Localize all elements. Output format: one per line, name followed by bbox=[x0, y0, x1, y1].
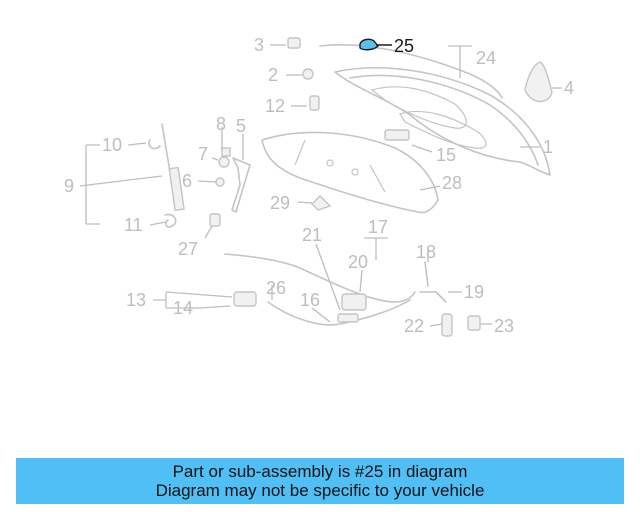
spring-19 bbox=[435, 291, 447, 303]
stop-2 bbox=[302, 68, 314, 80]
clip-29 bbox=[311, 195, 332, 211]
info-banner: Part or sub-assembly is #25 in diagram D… bbox=[16, 458, 624, 504]
hood-insulator bbox=[261, 131, 439, 214]
hood-hinge bbox=[231, 157, 251, 213]
grommet-27 bbox=[209, 213, 221, 227]
latch-13 bbox=[233, 291, 257, 307]
callout-2: 2 bbox=[268, 65, 278, 85]
callout-7: 7 bbox=[198, 144, 208, 164]
callout-17: 17 bbox=[368, 217, 388, 237]
pin-22 bbox=[441, 313, 453, 337]
callout-16: 16 bbox=[300, 290, 320, 310]
callout-29: 29 bbox=[270, 193, 290, 213]
callout-15: 15 bbox=[436, 145, 456, 165]
parts-diagram: 1 2 3 4 5 6 7 8 9 10 11 12 13 14 15 16 1… bbox=[64, 35, 574, 337]
bumper-3 bbox=[287, 37, 301, 49]
callout-23: 23 bbox=[494, 316, 514, 336]
hood-panel bbox=[334, 67, 551, 176]
nut-6 bbox=[215, 177, 225, 187]
callout-21: 21 bbox=[302, 225, 322, 245]
callout-1: 1 bbox=[543, 137, 553, 157]
callout-11: 11 bbox=[124, 215, 143, 235]
cover-4 bbox=[524, 61, 553, 103]
bracket-23 bbox=[467, 315, 481, 331]
callout-22: 22 bbox=[404, 316, 424, 336]
callout-4: 4 bbox=[564, 78, 574, 98]
callout-26: 26 bbox=[266, 278, 286, 298]
latch-cable bbox=[224, 253, 416, 303]
callout-19: 19 bbox=[464, 282, 484, 302]
banner-line-1: Part or sub-assembly is #25 in diagram bbox=[172, 462, 468, 481]
callout-14: 14 bbox=[173, 298, 193, 318]
callout-13: 13 bbox=[126, 290, 146, 310]
hood-strut bbox=[148, 123, 185, 228]
callout-25: 25 bbox=[394, 36, 414, 56]
callout-6: 6 bbox=[182, 171, 192, 191]
callout-9: 9 bbox=[64, 176, 74, 196]
callout-3: 3 bbox=[254, 35, 264, 55]
clip-7 bbox=[218, 156, 230, 168]
bumper-8 bbox=[221, 147, 231, 157]
callout-5: 5 bbox=[236, 116, 246, 136]
callout-28: 28 bbox=[442, 173, 462, 193]
part-25-highlighted bbox=[359, 38, 379, 51]
release-cable bbox=[267, 299, 411, 326]
callout-18: 18 bbox=[416, 242, 436, 262]
latch-20 bbox=[341, 293, 367, 311]
retainer-12 bbox=[309, 95, 320, 111]
callout-12: 12 bbox=[265, 96, 285, 116]
callout-27: 27 bbox=[178, 239, 198, 259]
callout-10: 10 bbox=[102, 135, 122, 155]
rod-18 bbox=[419, 261, 437, 293]
callout-8: 8 bbox=[216, 114, 226, 134]
weatherstrip bbox=[319, 44, 503, 99]
callout-24: 24 bbox=[476, 48, 496, 68]
emblem-15 bbox=[384, 129, 410, 141]
banner-line-2: Diagram may not be specific to your vehi… bbox=[155, 481, 485, 500]
handle-21 bbox=[337, 313, 359, 323]
callout-20: 20 bbox=[348, 252, 368, 272]
